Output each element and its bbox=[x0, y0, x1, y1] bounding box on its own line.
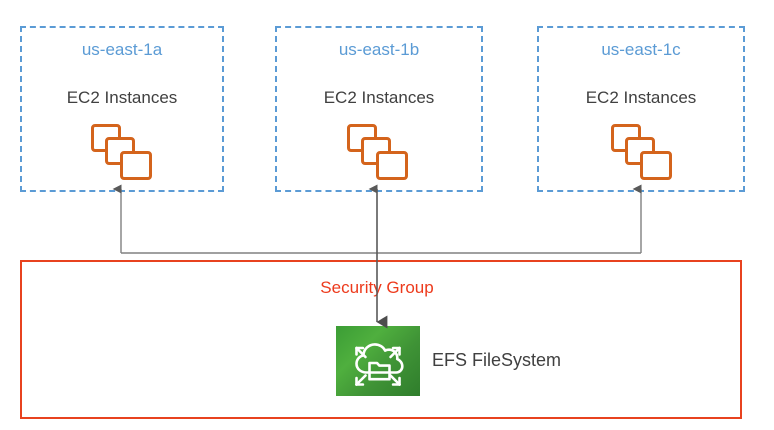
ec2-instances-label-us-east-1c: EC2 Instances bbox=[585, 88, 697, 107]
security-group-label: Security Group bbox=[320, 278, 434, 297]
efs-filesystem-label: EFS FileSystem bbox=[432, 350, 562, 370]
availability-zone-box-us-east-1b bbox=[275, 26, 483, 192]
ec2-instances-icon-us-east-1c bbox=[611, 124, 673, 180]
ec2-instances-label-us-east-1a: EC2 Instances bbox=[66, 88, 178, 107]
availability-zone-label-us-east-1b: us-east-1b bbox=[338, 40, 420, 59]
ec2-instances-icon-us-east-1b bbox=[347, 124, 409, 180]
efs-filesystem-icon bbox=[336, 326, 420, 396]
ec2-instances-icon-us-east-1a bbox=[91, 124, 153, 180]
availability-zone-label-us-east-1a: us-east-1a bbox=[81, 40, 163, 59]
ec2-square-front bbox=[640, 151, 672, 180]
ec2-square-front bbox=[120, 151, 152, 180]
security-group-box bbox=[20, 260, 742, 419]
availability-zone-label-us-east-1c: us-east-1c bbox=[601, 40, 681, 59]
ec2-square-front bbox=[376, 151, 408, 180]
availability-zone-box-us-east-1a bbox=[20, 26, 224, 192]
ec2-instances-label-us-east-1b: EC2 Instances bbox=[323, 88, 435, 107]
